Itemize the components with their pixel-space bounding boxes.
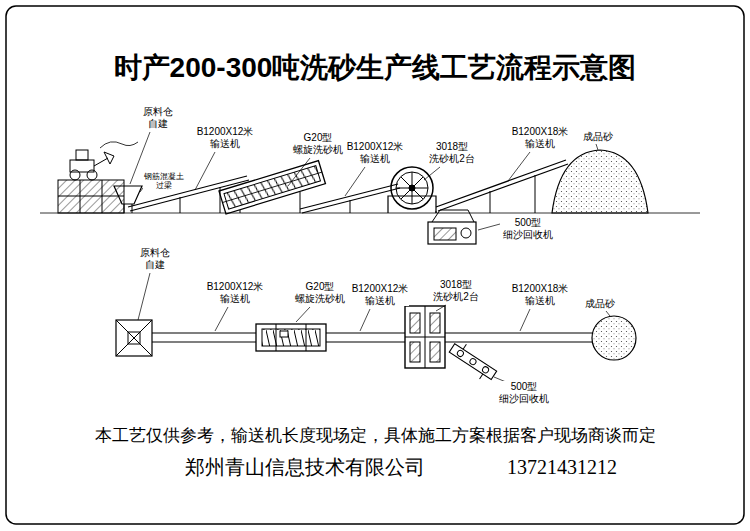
callout-label: 成品砂 xyxy=(582,131,614,143)
callout-label: 500型 细沙回收机 xyxy=(502,217,554,240)
callout-label: 500型 细沙回收机 xyxy=(498,381,550,404)
callout-label: G20型 螺旋洗砂机 xyxy=(294,281,346,304)
callout-label: B1200X18米 输送机 xyxy=(511,126,570,149)
callout-label: 原料仓 自建 xyxy=(142,106,174,129)
callout-label: B1200X12米 输送机 xyxy=(206,281,265,304)
callout-label: 成品砂 xyxy=(584,298,616,310)
company-name: 郑州青山信息技术有限公司 xyxy=(184,456,426,479)
callout-label: B1200X12米 输送机 xyxy=(346,141,405,164)
callout-label: 3018型 洗砂机2台 xyxy=(432,279,480,302)
callout-label: B1200X12米 输送机 xyxy=(196,126,255,149)
callout-label: G20型 螺旋洗砂机 xyxy=(292,132,344,155)
phone-number: 13721431212 xyxy=(506,456,618,479)
footnote: 本工艺仅供参考，输送机长度现场定，具体施工方案根据客户现场商谈而定 xyxy=(94,426,657,446)
callout-label: B1200X12米 输送机 xyxy=(351,283,410,306)
callout-label: 原料仓 自建 xyxy=(139,247,171,270)
callout-label: B1200X18米 输送机 xyxy=(511,283,570,306)
callout-label: 钢筋混凝土 过梁 xyxy=(143,172,185,190)
diagram-title: 时产200-300吨洗砂生产线工艺流程示意图 xyxy=(113,52,638,84)
callout-label: 3018型 洗砂机2台 xyxy=(428,141,476,164)
